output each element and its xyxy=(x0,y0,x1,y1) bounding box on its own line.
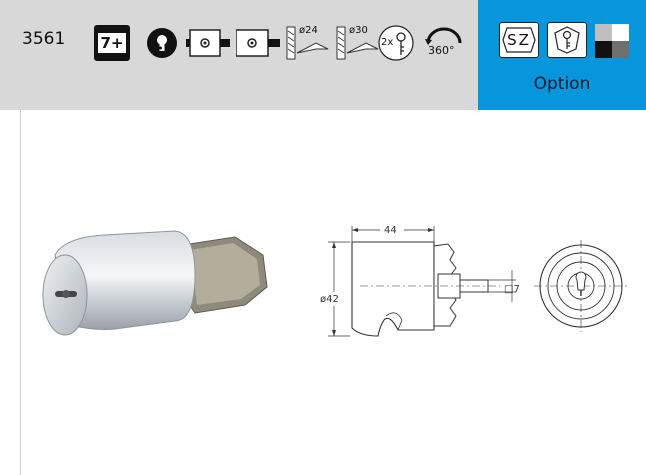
content-left-border xyxy=(20,110,21,475)
key-shield-icon xyxy=(547,22,587,58)
two-keys-icon: 2x xyxy=(378,25,414,61)
drill-diameter-24-icon: ø24 xyxy=(286,25,330,61)
color-finish-icon xyxy=(595,24,629,58)
sz-icon: SZ xyxy=(499,22,539,58)
technical-drawing: 44 ø42 □7 xyxy=(320,223,630,337)
length-dimension: 44 xyxy=(384,225,397,236)
square-dimension: □7 xyxy=(504,284,520,295)
diameter-dimension: ø42 xyxy=(320,294,339,305)
cylinder-profile-icon xyxy=(144,25,180,61)
security-level-7plus-icon: 7+ xyxy=(94,25,130,61)
square-mount-alt-icon xyxy=(236,25,280,61)
product-photo xyxy=(42,230,268,336)
product-code: 3561 xyxy=(22,29,66,49)
square-mount-icon xyxy=(186,25,230,61)
rotation-360-icon: 360° xyxy=(422,25,466,61)
drill-diameter-30-icon: ø30 xyxy=(336,25,380,61)
option-label: Option xyxy=(533,74,591,94)
